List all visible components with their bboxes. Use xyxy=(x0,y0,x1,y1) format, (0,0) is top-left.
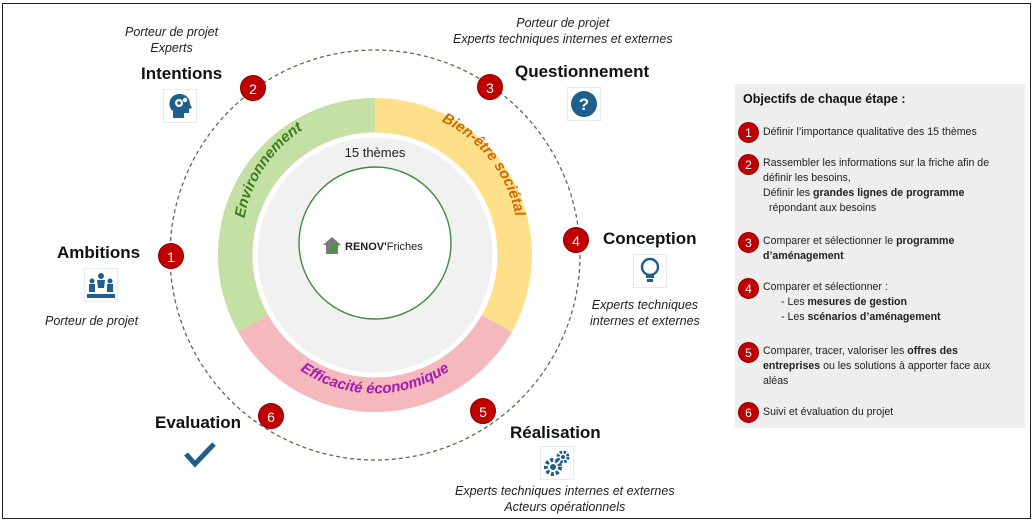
objective-text-part: ou les solutions à apporter face aux xyxy=(820,360,991,372)
themes-count-label: 15 thèmes xyxy=(345,145,406,160)
objective-item-3: 3 Comparer et sélectionner le programme … xyxy=(738,232,1022,264)
stage-title-evaluation: Evaluation xyxy=(155,413,241,432)
objective-text: Rassembler les informations sur la frich… xyxy=(763,157,990,169)
objective-text: d’aménagement xyxy=(763,249,1022,264)
stage-actors-intentions: Porteur de projet Experts xyxy=(125,24,218,56)
stage-number-1: 1 xyxy=(158,243,184,269)
objective-badge-6: 6 xyxy=(738,402,759,423)
gears-icon xyxy=(539,445,575,481)
objective-bullet: - Les mesures de gestion xyxy=(763,295,1022,310)
head-gears-icon xyxy=(162,88,198,124)
objective-text-bold: mesures de gestion xyxy=(807,296,908,308)
stage-title-conception: Conception xyxy=(603,229,697,248)
objective-item-2: 2 Rassembler les informations sur la fri… xyxy=(738,154,1022,216)
objective-badge-5: 5 xyxy=(738,342,759,363)
objective-bullet: - Les scénarios d’aménagement xyxy=(763,310,1022,325)
stage-actors-questionnement: Porteur de projet Experts techniques int… xyxy=(453,15,673,47)
actor-line: Experts techniques xyxy=(591,298,699,312)
stage-actors-realisation: Experts techniques internes et externes … xyxy=(455,483,675,515)
objective-text: aléas xyxy=(763,375,789,387)
actor-line: Experts xyxy=(150,41,193,55)
actor-line: Porteur de projet xyxy=(45,314,139,328)
objectives-panel: Objectifs de chaque étape : 1 Définir l’… xyxy=(735,84,1025,428)
actor-line: Experts techniques internes et externes xyxy=(453,32,673,46)
stage-number-6: 6 xyxy=(258,403,284,429)
objective-text: entreprises ou les solutions à apporter … xyxy=(763,359,1022,374)
objective-badge-4: 4 xyxy=(738,278,759,299)
objective-item-6: 6 Suivi et évaluation du projet xyxy=(738,402,1022,423)
objective-text: Définir les grandes lignes de programme xyxy=(763,186,1022,201)
lightbulb-icon xyxy=(632,253,668,289)
objective-text: Définir l’importance qualitative des 15 … xyxy=(763,126,977,138)
actor-line: Acteurs opérationnels xyxy=(504,500,626,514)
actor-line: Porteur de projet xyxy=(125,25,219,39)
center-logo-circle xyxy=(298,166,452,320)
objective-text-bold: programme xyxy=(896,235,955,247)
logo-wordmark: RENOV'Friches xyxy=(345,241,423,253)
stage-actors-ambitions: Porteur de projet xyxy=(45,313,138,329)
objective-badge-2: 2 xyxy=(738,154,759,175)
actor-line: internes et externes xyxy=(590,314,700,328)
renovfriches-logo: RENOV'Friches xyxy=(323,237,423,254)
objectives-title: Objectifs de chaque étape : xyxy=(743,92,906,106)
objective-text-part: - Les xyxy=(781,311,808,323)
actor-line: Porteur de projet xyxy=(516,16,610,30)
objective-badge-1: 1 xyxy=(738,122,759,143)
stage-number-3: 3 xyxy=(477,74,503,100)
svg-text:?: ? xyxy=(579,95,589,114)
stage-title-intentions: Intentions xyxy=(141,64,223,83)
objective-text: Comparer et sélectionner le programme xyxy=(763,234,1022,249)
objective-item-4: 4 Comparer et sélectionner : - Les mesur… xyxy=(738,278,1022,325)
ring-outer-border xyxy=(216,96,534,414)
objective-text-bold: entreprises xyxy=(763,360,821,372)
objective-text-part: Comparer et sélectionner le xyxy=(763,235,897,247)
objective-text-bold: offres des xyxy=(907,345,958,357)
checkmark-icon xyxy=(183,437,217,471)
objective-text-part: - Les xyxy=(781,296,808,308)
objective-text: répondant aux besoins xyxy=(769,202,877,214)
objective-text: Suivi et évaluation du projet xyxy=(763,406,894,418)
objective-text: Comparer, tracer, valoriser les offres d… xyxy=(763,344,1022,359)
stage-number-4: 4 xyxy=(563,227,589,253)
diagram-frame xyxy=(2,3,1031,519)
objective-text-bold: scénarios d’aménagement xyxy=(807,311,941,323)
stage-title-questionnement: Questionnement xyxy=(515,62,650,81)
objective-badge-3: 3 xyxy=(738,232,759,253)
house-leaf-icon xyxy=(323,237,341,254)
objective-text: définir les besoins, xyxy=(763,172,851,184)
objective-text-part: Comparer, tracer, valoriser les xyxy=(763,345,908,357)
stage-number-5: 5 xyxy=(470,398,496,424)
objective-item-5: 5 Comparer, tracer, valoriser les offres… xyxy=(738,342,1022,389)
stage-title-ambitions: Ambitions xyxy=(57,243,141,262)
objective-text: Comparer et sélectionner : xyxy=(763,281,888,293)
stage-title-realisation: Réalisation xyxy=(510,423,601,442)
cycle-dashed-circle xyxy=(169,49,581,461)
question-icon: ? xyxy=(566,86,602,122)
objective-item-1: 1 Définir l’importance qualitative des 1… xyxy=(738,122,1022,143)
objective-text-bold: grandes lignes de programme xyxy=(813,187,965,199)
actor-line: Experts techniques internes et externes xyxy=(455,484,675,498)
stage-actors-conception: Experts techniques internes et externes xyxy=(590,297,700,329)
objective-text-bold: d’aménagement xyxy=(763,250,844,262)
objective-text-part: Définir les xyxy=(763,187,814,199)
team-goal-icon xyxy=(83,267,119,303)
themes-ring xyxy=(216,96,534,414)
stage-number-2: 2 xyxy=(240,75,266,101)
sector-efficacite-economique xyxy=(237,313,513,414)
